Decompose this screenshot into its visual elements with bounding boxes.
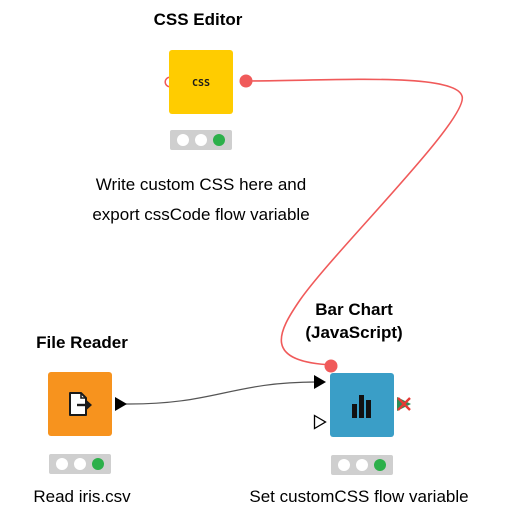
inactive-output-port-icon[interactable] — [395, 395, 413, 413]
css-icon: CSS — [192, 78, 210, 89]
node-title[interactable]: File Reader — [36, 333, 128, 352]
file-import-icon — [69, 392, 92, 416]
bar-chart-icon — [352, 395, 371, 418]
description-line: export cssCode flow variable — [92, 205, 310, 224]
status-dot-green — [374, 459, 386, 471]
file-reader-node-icon[interactable] — [48, 372, 112, 436]
node-description[interactable]: Write custom CSS here and export cssCode… — [26, 170, 376, 230]
css-editor-node-icon[interactable]: CSS — [169, 50, 233, 114]
node-title-line: (JavaScript) — [305, 323, 403, 342]
description-line: Set customCSS flow variable — [249, 487, 469, 506]
node-status-indicator — [49, 454, 111, 474]
status-dot-yellow — [74, 458, 86, 470]
node-description[interactable]: Read iris.csv — [4, 482, 160, 512]
status-dot-yellow — [195, 134, 207, 146]
node-description[interactable]: Set customCSS flow variable — [196, 482, 522, 512]
status-dot-red — [56, 458, 68, 470]
data-output-port[interactable] — [114, 396, 128, 412]
node-status-indicator — [170, 130, 232, 150]
data-connection[interactable] — [123, 381, 318, 405]
node-title[interactable]: Bar Chart (JavaScript) — [284, 298, 424, 344]
description-line: Write custom CSS here and — [95, 175, 307, 194]
flow-variable-input-port[interactable] — [323, 358, 339, 374]
node-status-indicator — [331, 455, 393, 475]
css-icon-label: CSS — [192, 78, 210, 89]
description-line: Read iris.csv — [33, 487, 131, 506]
node-title[interactable]: CSS Editor — [153, 10, 243, 29]
status-dot-green — [92, 458, 104, 470]
image-output-port[interactable] — [313, 414, 327, 430]
node-title-line: Bar Chart — [315, 300, 393, 319]
status-dot-red — [177, 134, 189, 146]
data-input-port[interactable] — [313, 374, 327, 390]
status-dot-yellow — [356, 459, 368, 471]
status-dot-green — [213, 134, 225, 146]
bar-chart-node-icon[interactable] — [330, 373, 394, 437]
status-dot-red — [338, 459, 350, 471]
flow-variable-output-port[interactable] — [238, 73, 254, 89]
